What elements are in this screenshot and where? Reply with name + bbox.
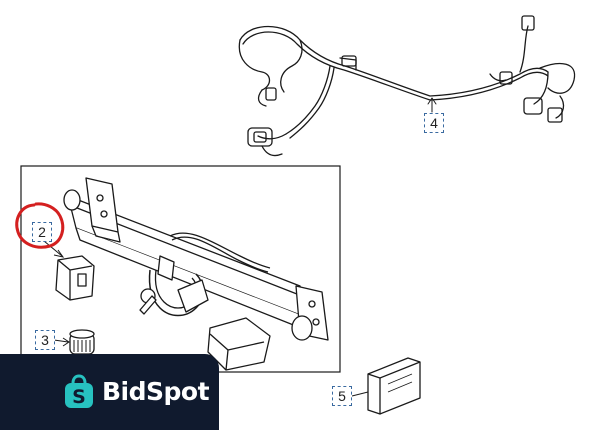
highlight-circle — [15, 202, 65, 249]
callout-2[interactable]: 2 — [32, 222, 52, 242]
leader-lines — [43, 240, 369, 397]
brand-icon-letter: S — [72, 386, 86, 408]
callout-5[interactable]: 5 — [332, 386, 352, 406]
tow-bar — [55, 177, 329, 371]
brand-watermark: S BidSpot — [0, 354, 219, 430]
callout-3[interactable]: 3 — [35, 330, 55, 350]
callout-4[interactable]: 4 — [424, 113, 444, 133]
brand-name: BidSpot — [102, 377, 210, 406]
shopping-bag-icon: S — [65, 374, 93, 408]
wiring-harness — [238, 15, 576, 157]
control-module — [367, 357, 421, 415]
